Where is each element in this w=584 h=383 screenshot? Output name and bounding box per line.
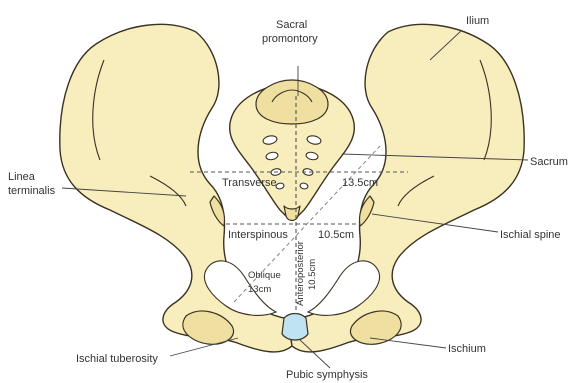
sacral-promontory-label-line2: promontory <box>262 33 318 45</box>
linea-terminalis-label-line1: Linea <box>8 171 36 183</box>
ischial-tuberosity-label: Ischial tuberosity <box>76 353 158 365</box>
oblique-label: Oblique <box>248 270 281 281</box>
linea-terminalis-label-line2: terminalis <box>8 185 56 197</box>
ilium-label: Ilium <box>466 15 489 27</box>
sacrum-label: Sacrum <box>530 156 568 168</box>
sacral-promontory-label-line1: Sacral <box>276 19 307 31</box>
interspinous-label: Interspinous <box>228 229 288 241</box>
interspinous-measure-label: 10.5cm <box>318 229 354 241</box>
anteroposterior-measure-label: 10.5cm <box>307 259 318 290</box>
anteroposterior-label: Anteroposterior <box>295 241 306 306</box>
pubic-symphysis-label: Pubic symphysis <box>286 369 368 381</box>
ischium-label: Ischium <box>448 343 486 355</box>
oblique-measure-label: 13cm <box>248 284 271 295</box>
transverse-measure-label: 13.5cm <box>342 177 378 189</box>
ischial-spine-label: Ischial spine <box>500 229 561 241</box>
transverse-label: Transverse <box>222 177 277 189</box>
sacral-promontory-shape <box>256 80 328 124</box>
pubic-symphysis-shape <box>282 314 308 341</box>
